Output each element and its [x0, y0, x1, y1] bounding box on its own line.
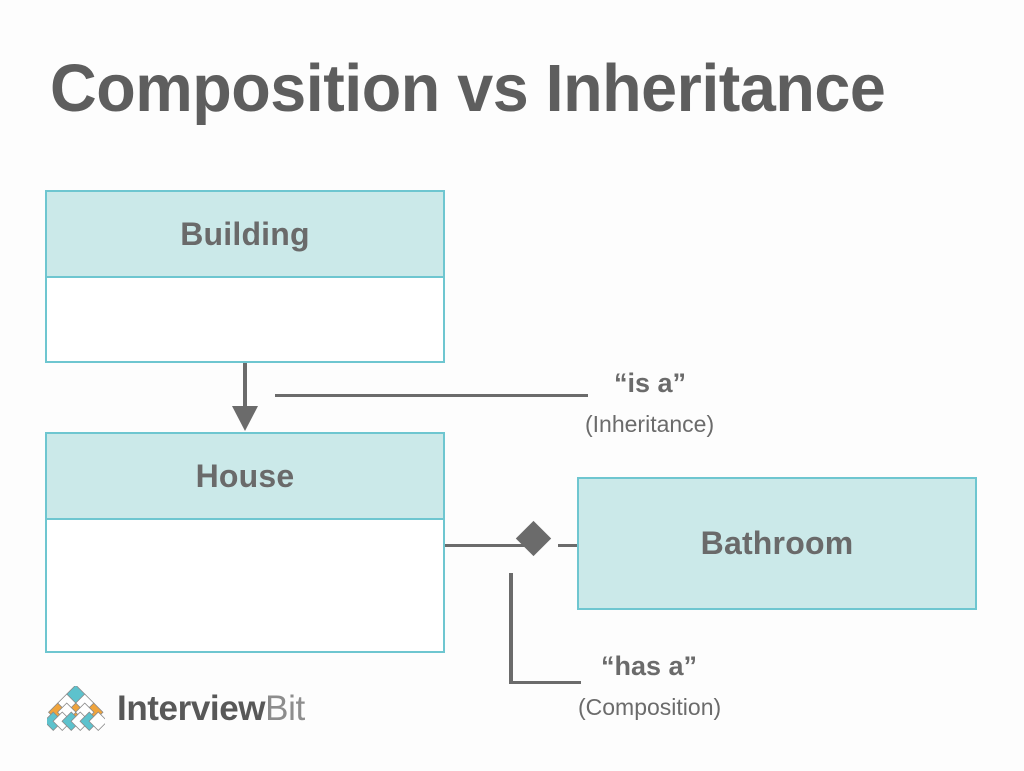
has-a-label: “has a”	[601, 651, 698, 681]
uml-class-building-name: Building	[47, 192, 443, 278]
is-a-leader-line	[275, 394, 588, 397]
uml-class-bathroom[interactable]: Bathroom	[577, 477, 977, 610]
is-a-label: “is a”	[614, 368, 687, 398]
inheritance-arrow-head-icon	[232, 406, 258, 431]
page-title: Composition vs Inheritance	[50, 51, 886, 126]
inheritance-arrow-shaft	[243, 363, 247, 410]
composition-line-left	[445, 544, 540, 547]
uml-class-house-members	[47, 520, 443, 651]
interviewbit-wordmark: InterviewBit	[117, 688, 305, 730]
uml-class-house[interactable]: House	[45, 432, 445, 653]
interviewbit-logo[interactable]: InterviewBit	[47, 686, 307, 736]
inheritance-sublabel: (Inheritance)	[585, 411, 715, 437]
uml-class-building[interactable]: Building	[45, 190, 445, 363]
logo-text-interview: Interview	[117, 689, 266, 728]
uml-class-building-members	[47, 278, 443, 361]
composition-diamond-icon	[515, 520, 552, 557]
uml-class-house-name: House	[47, 434, 443, 520]
has-a-leader-line-horizontal	[509, 681, 581, 684]
has-a-leader-line-vertical	[509, 573, 513, 683]
composition-sublabel: (Composition)	[578, 694, 722, 720]
logo-text-bit: Bit	[265, 689, 305, 728]
interviewbit-diamond-pyramid-icon	[47, 686, 105, 732]
composition-line-right	[558, 544, 579, 547]
uml-class-bathroom-name: Bathroom	[700, 525, 854, 561]
